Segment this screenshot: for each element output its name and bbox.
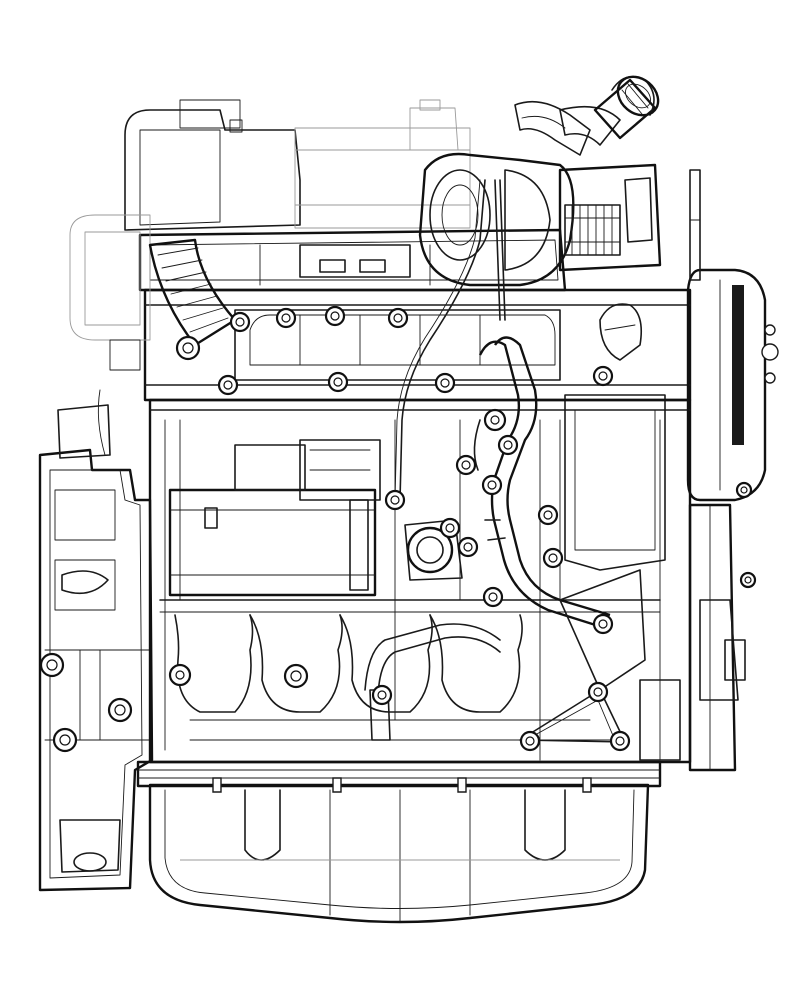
- valve-cover: [140, 230, 565, 290]
- egr-cooler: [125, 100, 470, 230]
- lower-hose: [365, 624, 500, 740]
- fuel-line: [395, 180, 505, 500]
- turbocharger-icon: [420, 102, 620, 285]
- thermostat-housing: [405, 304, 641, 580]
- oil-separator: [560, 165, 660, 270]
- oil-filler-cap-icon: [595, 69, 666, 138]
- accessory-bracket: [520, 570, 680, 760]
- intake-hose: [150, 240, 235, 345]
- flywheel-housing-icon: [40, 390, 152, 890]
- fan-pulley: [690, 170, 745, 770]
- oil-pan-studs: [213, 778, 591, 792]
- alternator-pulley-icon: [688, 270, 778, 500]
- oil-pan-icon: [150, 785, 648, 922]
- intake-elbow: [70, 215, 150, 370]
- engine-block: [150, 395, 690, 762]
- bolt-icon: [41, 307, 755, 751]
